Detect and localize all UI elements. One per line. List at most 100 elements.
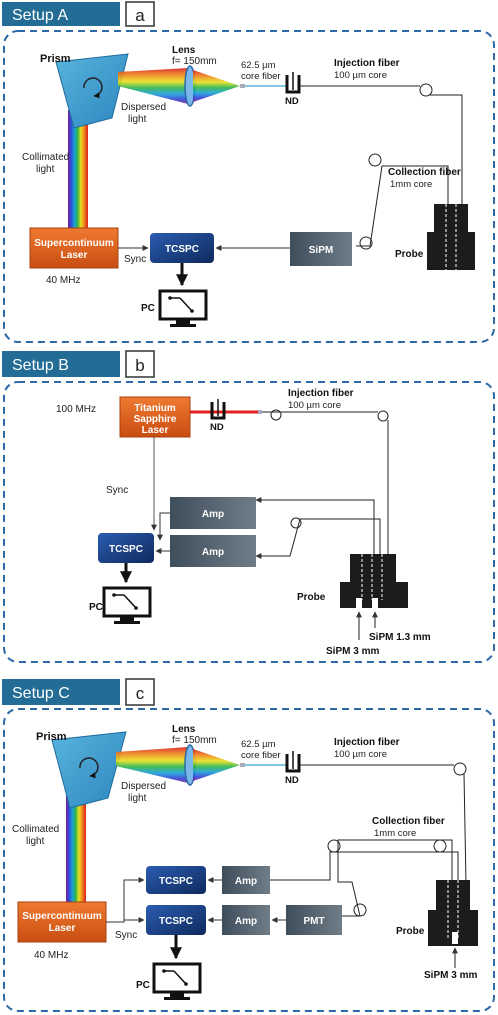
pc-label: PC bbox=[141, 303, 155, 314]
collection-fiber-c bbox=[332, 839, 453, 917]
collimated-label-c2: light bbox=[26, 836, 45, 847]
tcspc-box bbox=[150, 233, 214, 263]
injection-core-label: 100 µm core bbox=[334, 70, 387, 81]
nd-label: ND bbox=[285, 96, 299, 107]
amp1-to-tcspc bbox=[157, 512, 170, 541]
sipm-3-label-b: SiPM 3 mm bbox=[326, 646, 379, 657]
tcspc-label-c1: TCSPC bbox=[159, 876, 193, 887]
nd-label-c: ND bbox=[285, 775, 299, 786]
prism-label-c: Prism bbox=[36, 731, 67, 743]
prism-c bbox=[51, 731, 127, 809]
setup-c-letter: c bbox=[136, 684, 145, 703]
setup-b-letter-box bbox=[125, 350, 155, 378]
collection-fiber-label-c: Collection fiber bbox=[372, 816, 445, 827]
lens-label: Lens bbox=[172, 45, 196, 56]
computer-monitor-icon bbox=[158, 289, 208, 327]
fiber-to-amp-2 bbox=[255, 518, 381, 559]
core-fiber-label-1: 62.5 µm bbox=[241, 60, 276, 71]
prism-label: Prism bbox=[40, 53, 71, 65]
lens-focal-label: f= 150mm bbox=[172, 56, 217, 67]
injection-fiber-label: Injection fiber bbox=[334, 58, 400, 69]
setup-a-title: Setup A bbox=[12, 7, 68, 24]
sync-label: Sync bbox=[124, 254, 146, 265]
sync-to-tcspc1 bbox=[106, 877, 145, 923]
setup-a-letter: a bbox=[135, 6, 145, 25]
probe-label-b: Probe bbox=[297, 592, 326, 603]
supercontinuum-laser-box-c bbox=[17, 901, 107, 943]
lens-focal-label-c: f= 150mm bbox=[172, 735, 217, 746]
injection-fiber-c bbox=[299, 764, 467, 885]
injection-fiber-label-c: Injection fiber bbox=[334, 737, 400, 748]
collimated-label-1: Collimated bbox=[22, 152, 69, 163]
injection-core-label-c: 100 µm core bbox=[334, 749, 387, 760]
laser-label-b1: Titanium bbox=[134, 403, 176, 414]
setup-a-header bbox=[2, 2, 120, 26]
probe-base bbox=[427, 232, 475, 270]
probe-label-c: Probe bbox=[396, 926, 425, 937]
core-fiber-label-2: core fiber bbox=[241, 71, 281, 82]
amp-label-b2: Amp bbox=[202, 547, 224, 558]
pc-label-c: PC bbox=[136, 980, 150, 991]
probe-top bbox=[434, 204, 468, 234]
dispersed-label-1: Dispersed bbox=[121, 102, 166, 113]
freq-label: 40 MHz bbox=[46, 275, 80, 286]
lens-label-c: Lens bbox=[172, 724, 196, 735]
setup-c-header bbox=[2, 679, 120, 705]
tcspc-label: TCSPC bbox=[165, 244, 199, 255]
laser-label-b3: Laser bbox=[142, 425, 169, 436]
amp-label-c2: Amp bbox=[235, 916, 257, 927]
sipm-label: SiPM bbox=[309, 245, 333, 256]
collimated-beam-c bbox=[66, 790, 86, 906]
pmt-box bbox=[286, 905, 342, 935]
collection-fiber-label: Collection fiber bbox=[388, 167, 461, 178]
amp-label-c1: Amp bbox=[235, 876, 257, 887]
collimated-label-2: light bbox=[36, 164, 55, 175]
pc-label-b: PC bbox=[89, 602, 103, 613]
setup-b-header bbox=[2, 351, 120, 377]
laser-label-1: Supercontinuum bbox=[34, 238, 114, 249]
tcspc-label-c2: TCSPC bbox=[159, 916, 193, 927]
tcspc-box-c2 bbox=[146, 905, 206, 935]
tcspc-box-b bbox=[98, 533, 154, 563]
sipm-13-label: SiPM 1.3 mm bbox=[369, 632, 431, 643]
sipm-box bbox=[290, 232, 352, 266]
setup-c-letter-box bbox=[125, 678, 155, 706]
collimated-beam bbox=[68, 110, 88, 228]
laser-label-b2: Sapphire bbox=[134, 414, 177, 425]
injection-fiber-label-b: Injection fiber bbox=[288, 388, 354, 399]
probe-top-b bbox=[350, 554, 396, 584]
fiber-tip bbox=[240, 84, 245, 88]
setup-a-letter-box bbox=[125, 1, 155, 27]
setup-a-panel: Setup A a bbox=[2, 1, 495, 343]
core-fiber-label-c1: 62.5 µm bbox=[241, 739, 276, 750]
dispersed-label-c2: light bbox=[128, 793, 147, 804]
nd-filter-b bbox=[210, 402, 226, 420]
fiber-to-amp-c1 bbox=[255, 851, 459, 884]
amp-box-1 bbox=[170, 497, 256, 529]
collection-fiber-line bbox=[356, 165, 449, 247]
setup-a-frame bbox=[3, 30, 495, 343]
prism bbox=[55, 53, 129, 129]
computer-monitor-icon bbox=[152, 962, 202, 1000]
collimated-label-c1: Collimated bbox=[12, 824, 59, 835]
amp-box-c2 bbox=[222, 905, 270, 935]
dispersed-fan-c bbox=[116, 747, 188, 783]
setup-b-letter: b bbox=[135, 356, 144, 375]
laser-label-c2: Laser bbox=[49, 923, 76, 934]
nd-label-b: ND bbox=[210, 422, 224, 433]
laser-label-2: Laser bbox=[61, 250, 88, 261]
tcspc-label-b: TCSPC bbox=[109, 544, 143, 555]
setup-c-title: Setup C bbox=[12, 685, 70, 702]
injection-fiber-b bbox=[262, 411, 389, 555]
sync-label-b: Sync bbox=[106, 485, 128, 496]
setup-c-panel: Setup C c bbox=[2, 678, 495, 1012]
setup-b-title: Setup B bbox=[12, 357, 69, 374]
probe-label: Probe bbox=[395, 249, 424, 260]
sipm-3-label-c: SiPM 3 mm bbox=[424, 970, 477, 981]
freq-label-c: 40 MHz bbox=[34, 950, 68, 961]
computer-monitor-icon bbox=[102, 586, 152, 624]
amp-box-2 bbox=[170, 535, 256, 567]
setup-c-frame bbox=[3, 708, 495, 1012]
dispersed-fan bbox=[118, 68, 188, 104]
injection-core-label-b: 100 µm core bbox=[288, 400, 341, 411]
